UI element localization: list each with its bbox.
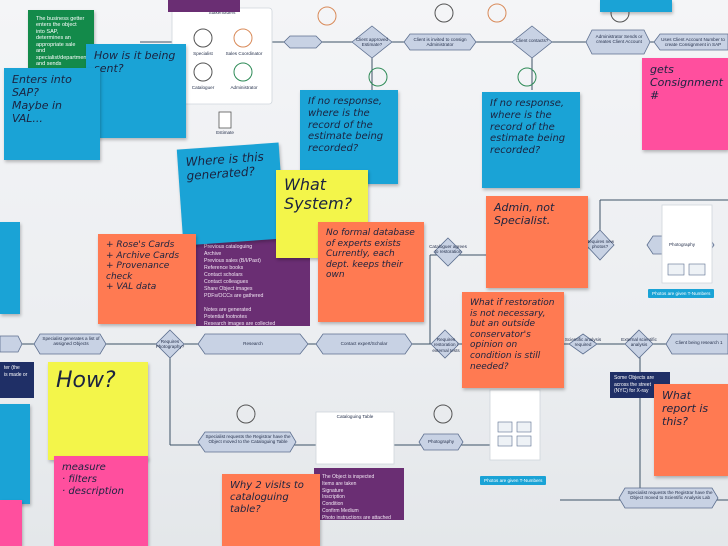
photos-t-numbers-bottom: Photos are given T-Numbers [480, 476, 547, 485]
sticky-edge-left-pink [0, 500, 22, 546]
step-specialist-requests: Specialist requests the Registrar have t… [205, 434, 291, 445]
top-edge-blue-strip [600, 0, 672, 12]
sticky-gets-consignment: gets Consignment # [642, 58, 728, 150]
decision-cataloguer-agrees: Cataloguer agrees to restoration [429, 244, 467, 255]
step-research: Research [243, 341, 263, 346]
left-edge-note: ter (the is made or [0, 362, 34, 398]
role-label: Administrator [230, 85, 258, 90]
avatar-icons [193, 3, 696, 424]
role-label: Cataloguer [191, 85, 215, 90]
photo-thumbnails [497, 263, 706, 447]
sticky-edge-left-blue [0, 222, 20, 314]
sticky-enters-sap: Enters into SAP? Maybe in VAL... [4, 68, 100, 160]
stakeholders-title: Stakeholders [208, 10, 236, 15]
step-photography-bottom: Photography [427, 439, 455, 444]
decision-requires-photography: Requires Photography? [155, 339, 185, 350]
sticky-how: How? [48, 362, 148, 460]
sticky-admin-not-specialist: Admin, not Specialist. [486, 196, 588, 288]
step-admin-sends: Administrator Sends or creates Client Ac… [595, 34, 643, 45]
decision-client-approved: Client approved Estimate? [355, 37, 389, 48]
estimate-caption: Estimate [216, 130, 234, 135]
decision-new-photos: Requires new photos? [585, 239, 615, 250]
cataloguing-table-label: Cataloguing Table [336, 414, 374, 419]
sticky-no-response-right: If no response, where is the record of t… [482, 92, 580, 188]
cataloguing-table-box [315, 411, 395, 465]
green-process-note: The business getter enters the object in… [28, 10, 94, 68]
decision-scientific-analysis: Scientific analysis required [564, 337, 602, 348]
sticky-what-report: What report is this? [654, 384, 728, 476]
decision-client-contacts: Client contacts? [515, 38, 549, 43]
photos-t-numbers-top: Photos are given T-Numbers [648, 289, 715, 298]
inspection-list-note: The Object is inspected Items are taken … [314, 468, 404, 520]
step-photography-top: Photography [668, 242, 696, 247]
step-client-invited: Client is invited to consign Administrat… [413, 37, 467, 48]
document-icon [218, 111, 232, 129]
top-flow-shapes [283, 25, 728, 59]
sticky-restoration-question: What if restoration is not necessary, bu… [462, 292, 564, 388]
sticky-no-formal-database: No formal database of experts exists Cur… [318, 222, 424, 322]
sticky-edge-left-blue-lower [0, 404, 30, 504]
step-contact-expert: Contact expert/Scholar [340, 341, 388, 346]
decision-external-scientific: External scientific analysis [621, 337, 657, 348]
top-edge-plum-strip [168, 0, 240, 12]
step-specialist-requests-lab: Specialist requests the Registrar have t… [627, 490, 713, 501]
sticky-measure-filters: measure · filters · description [54, 456, 148, 546]
sticky-why-two-visits: Why 2 visits to cataloguing table? [222, 474, 320, 546]
step-specialist-generates: Specialist generates a list of assigned … [42, 336, 100, 347]
role-label: Specialist [193, 51, 213, 56]
decision-requires-restoration: Requires restoration / external tests [432, 337, 460, 353]
sticky-no-response-left: If no response, where is the record of t… [300, 90, 398, 184]
role-label: Sales Coordinator [225, 51, 263, 56]
step-client-being-research: Client being research 1 [675, 340, 723, 345]
sticky-where-generated: Where is this generated? [176, 142, 286, 246]
sticky-rose-cards: + Rose's Cards + Archive Cards + Provena… [98, 234, 196, 324]
sticky-how-being-sent: How is it being sent? [86, 44, 186, 138]
photo-grid-box [489, 389, 541, 461]
step-client-account: Uses Client Account Number to create Con… [661, 37, 725, 48]
